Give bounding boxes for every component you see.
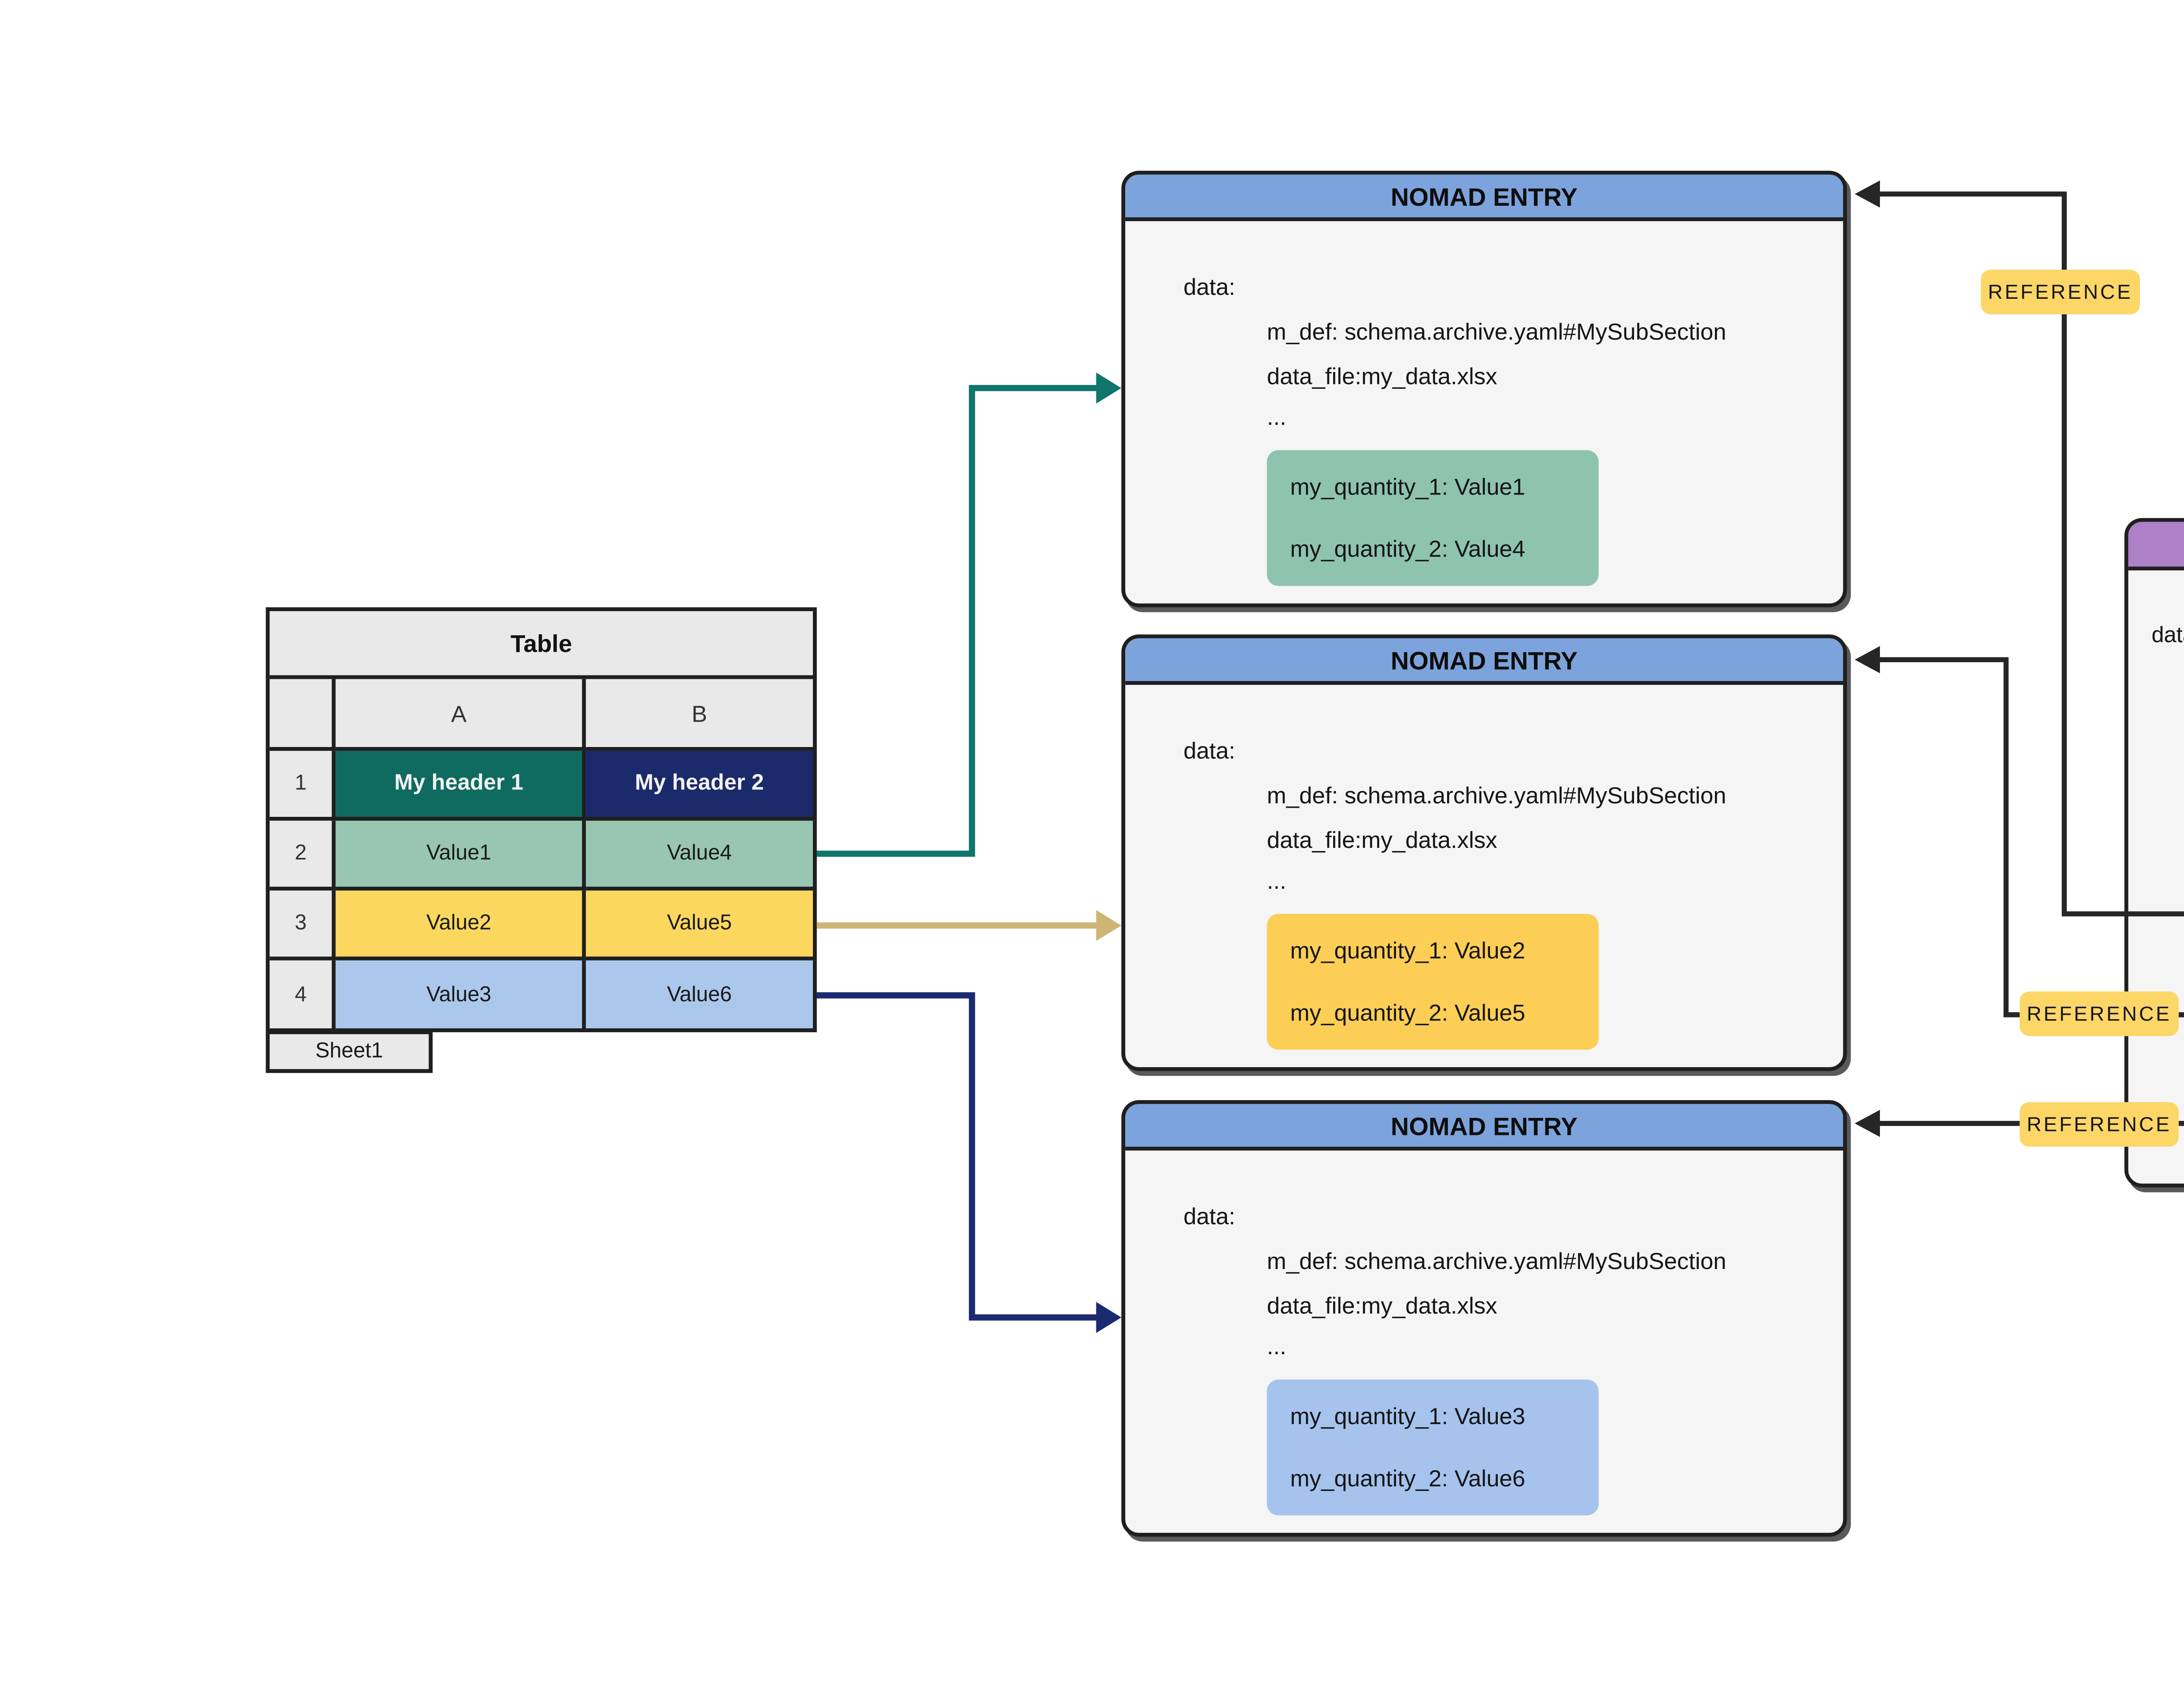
yaml-mdef-line: m_def: schema.archive.yaml#MySubSection [1267, 318, 1727, 346]
quantity-line: my_quantity_2: Value4 [1290, 535, 1525, 563]
column-header-b: B [586, 679, 817, 751]
quantity-highlight-green: my_quantity_1: Value1 my_quantity_2: Val… [1267, 450, 1599, 586]
spreadsheet-table: Table A B 1 My header 1 My header 2 2 Va… [266, 607, 817, 1032]
yaml-data-line: data: [1183, 737, 1235, 764]
cell-a4: Value3 [335, 960, 586, 1032]
quantity-line: my_quantity_1: Value2 [1290, 937, 1525, 965]
cell-b3: Value5 [586, 890, 817, 961]
arrowhead-teal-icon [1096, 372, 1122, 404]
quantity-line: my_quantity_1: Value3 [1290, 1403, 1525, 1430]
table-row: 1 My header 1 My header 2 [270, 750, 817, 821]
row-number: 3 [270, 890, 336, 961]
table-title: Table [270, 611, 817, 679]
cell-b2: Value4 [586, 820, 817, 891]
entry-header: NOMAD ENTRY [1125, 1104, 1843, 1151]
sheet-tab: Sheet1 [266, 1030, 433, 1073]
table-row4-to-entry3-arrow [816, 992, 1098, 1321]
cell-a1: My header 1 [335, 750, 586, 821]
reference-badge-1: REFERENCE [1980, 270, 2140, 315]
column-header-a: A [335, 679, 586, 751]
yaml-datafile-line: data_file:my_data.xlsx [1267, 363, 1497, 390]
quantity-highlight-blue: my_quantity_1: Value3 my_quantity_2: Val… [1267, 1379, 1599, 1515]
yaml-data-line: data: [2151, 625, 2184, 648]
entry-header: NOMAD ENTRY [1125, 174, 1843, 221]
cell-b4: Value6 [586, 960, 817, 1032]
cell-a3: Value2 [335, 890, 586, 961]
arrowhead-black-icon [1855, 1110, 1880, 1137]
quantity-line: my_quantity_2: Value5 [1290, 999, 1525, 1027]
nomad-entry-subsection-3: NOMAD ENTRY data: m_def: schema.archive.… [1121, 1100, 1847, 1537]
arrowhead-navy-icon [1096, 1302, 1122, 1333]
cell-b1: My header 2 [586, 750, 817, 821]
yaml-ellipsis-line: ... [1267, 1333, 1286, 1360]
arrowhead-black-icon [1855, 646, 1880, 674]
reference-badge-3: REFERENCE [2019, 1102, 2179, 1147]
row-number: 1 [270, 750, 336, 821]
table-row: 3 Value2 Value5 [270, 890, 817, 961]
quantity-line: my_quantity_1: Value1 [1290, 473, 1525, 501]
yaml-mdef-line: m_def: schema.archive.yaml#MySubSection [1267, 1247, 1727, 1275]
arrowhead-tan-icon [1096, 910, 1122, 941]
yaml-ellipsis-line: ... [1267, 403, 1286, 431]
table-row: 4 Value3 Value6 [270, 960, 817, 1032]
table-row: 2 Value1 Value4 [270, 820, 817, 891]
corner-cell [270, 679, 336, 751]
entry-header: NOMAD ENTRY [1125, 638, 1843, 685]
reference-badge-2: REFERENCE [2019, 991, 2179, 1036]
nomad-entry-main-section: NOMAD ENTRY data: m_def: schema.archive.… [2124, 518, 2184, 1188]
nomad-entry-subsection-1: NOMAD ENTRY data: m_def: schema.archive.… [1121, 170, 1847, 608]
table-row2-to-entry1-arrow [816, 385, 1098, 857]
yaml-data-line: data: [1183, 273, 1235, 301]
nomad-entry-subsection-2: NOMAD ENTRY data: m_def: schema.archive.… [1121, 634, 1847, 1071]
cell-a2: Value1 [335, 820, 586, 891]
arrowhead-black-icon [1855, 180, 1880, 208]
quantity-line: my_quantity_2: Value6 [1290, 1465, 1525, 1492]
quantity-highlight-yellow: my_quantity_1: Value2 my_quantity_2: Val… [1267, 913, 1599, 1050]
row-number: 2 [270, 820, 336, 891]
row-number: 4 [270, 960, 336, 1032]
yaml-data-line: data: [1183, 1203, 1235, 1230]
entry-header: NOMAD ENTRY [2128, 522, 2184, 571]
yaml-mdef-line: m_def: schema.archive.yaml#MySubSection [1267, 782, 1727, 809]
yaml-ellipsis-line: ... [1267, 867, 1286, 895]
yaml-datafile-line: data_file:my_data.xlsx [1267, 1292, 1497, 1320]
yaml-datafile-line: data_file:my_data.xlsx [1267, 827, 1497, 854]
